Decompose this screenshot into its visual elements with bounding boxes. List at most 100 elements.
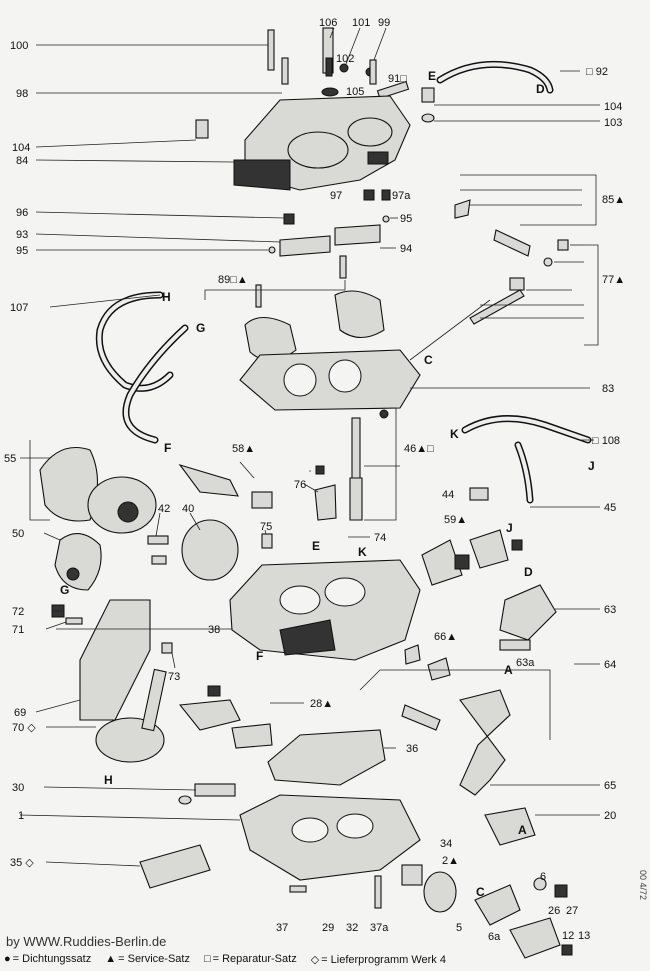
label-13: 13 [578, 930, 590, 942]
label-55: 55 [4, 453, 16, 465]
label-85: 85▲ [602, 194, 625, 206]
label-92: □ 92 [586, 66, 608, 78]
label-73: 73 [168, 671, 180, 683]
label-103: 103 [604, 117, 622, 129]
label-38: 38 [208, 624, 220, 636]
legend-item-repair-set: □= Reparatur-Satz [204, 953, 297, 966]
label-63: 63 [604, 604, 616, 616]
label-6a: 6a [488, 931, 501, 943]
label-28: 28▲ [310, 698, 333, 710]
letter-A-unit: A [504, 663, 513, 677]
label-44: 44 [442, 489, 454, 501]
label-1: 1 [18, 810, 24, 822]
label-65: 65 [604, 780, 616, 792]
label-97a: 97a [392, 190, 411, 202]
label-29: 29 [322, 922, 334, 934]
label-6: 6 [540, 871, 546, 883]
label-84: 84 [16, 155, 28, 167]
label-46: 46▲□ [404, 443, 434, 455]
label-5: 5 [456, 922, 462, 934]
side-code: 00 4/72 [638, 869, 648, 900]
letter-C-rod: C [424, 353, 433, 367]
label-75: 75 [260, 521, 272, 533]
label-35: 35 ◇ [10, 857, 34, 869]
leader-lines [19, 27, 600, 867]
letter-H-vacuum: H [104, 773, 113, 787]
label-2: 2▲ [442, 855, 459, 867]
label-30: 30 [12, 782, 24, 794]
label-89: 89□▲ [218, 274, 248, 286]
label-70: 70 ◇ [12, 722, 36, 734]
label-100: 100 [10, 40, 28, 52]
letter-J-pump: J [506, 521, 513, 535]
legend-text: = Lieferprogramm Werk 4 [321, 954, 446, 966]
label-107: 107 [10, 302, 28, 314]
label-12: 12 [562, 930, 574, 942]
legend-text: = Dichtungssatz [12, 953, 92, 965]
letter-E-top: E [428, 69, 436, 83]
legend-item-gasket-set: ●= Dichtungssatz [4, 953, 91, 966]
letter-F-hose: F [164, 441, 171, 455]
label-101: 101 [352, 17, 370, 29]
label-71: 71 [12, 624, 24, 636]
label-69: 69 [14, 707, 26, 719]
parts-artwork [39, 27, 592, 959]
label-72: 72 [12, 606, 24, 618]
letter-H-hose: H [162, 290, 171, 304]
label-96: 96 [16, 207, 28, 219]
label-76: 76 [294, 479, 306, 491]
part-number-labels: 100 106 101 99 102 105 91□ □ 92 98 104 1… [4, 17, 625, 943]
label-58: 58▲ [232, 443, 255, 455]
legend-item-service-set: ▲= Service-Satz [105, 953, 190, 966]
label-59: 59▲ [444, 514, 467, 526]
label-20: 20 [604, 810, 616, 822]
label-37: 37 [276, 922, 288, 934]
label-102: 102 [336, 53, 354, 65]
label-104-left: 104 [12, 142, 30, 154]
legend: ●= Dichtungssatz ▲= Service-Satz □= Repa… [4, 953, 644, 966]
credit-text: by WWW.Ruddies-Berlin.de [6, 934, 167, 949]
label-45: 45 [604, 502, 616, 514]
label-94: 94 [400, 243, 412, 255]
legend-symbol: ▲ [105, 953, 117, 965]
legend-text: = Reparatur-Satz [212, 953, 297, 965]
label-97: 97 [330, 190, 342, 202]
label-98: 98 [16, 88, 28, 100]
label-37a: 37a [370, 922, 389, 934]
legend-item-factory-program: ◇= Lieferprogramm Werk 4 [311, 953, 446, 966]
label-42: 42 [158, 503, 170, 515]
letter-D-top: D [536, 82, 545, 96]
label-77: 77▲ [602, 274, 625, 286]
letter-K-hose: K [450, 427, 459, 441]
letter-C-lever: C [476, 885, 485, 899]
label-63a: 63a [516, 657, 535, 669]
letter-G-hose: G [196, 321, 205, 335]
legend-text: = Service-Satz [118, 953, 190, 965]
label-40: 40 [182, 503, 194, 515]
label-83: 83 [602, 383, 614, 395]
label-32: 32 [346, 922, 358, 934]
label-108: □ 108 [592, 435, 620, 447]
label-99: 99 [378, 17, 390, 29]
label-91: 91□ [388, 73, 407, 85]
letter-J-hose: J [588, 459, 595, 473]
letter-F-body: F [256, 649, 263, 663]
label-50: 50 [12, 528, 24, 540]
label-26: 26 [548, 905, 560, 917]
label-95-left: 95 [16, 245, 28, 257]
label-93: 93 [16, 229, 28, 241]
connection-letters: E D H G C F K J E K J D G F A H A C [60, 69, 595, 899]
label-27: 27 [566, 905, 578, 917]
letter-D-unit: D [524, 565, 533, 579]
letter-A-lever: A [518, 823, 527, 837]
label-64: 64 [604, 659, 616, 671]
legend-symbol: ◇ [310, 954, 320, 966]
label-105: 105 [346, 86, 364, 98]
label-74: 74 [374, 532, 386, 544]
letter-G-choke: G [60, 583, 69, 597]
label-36: 36 [406, 743, 418, 755]
label-104-right: 104 [604, 101, 622, 113]
label-34: 34 [440, 838, 452, 850]
label-106: 106 [319, 17, 337, 29]
